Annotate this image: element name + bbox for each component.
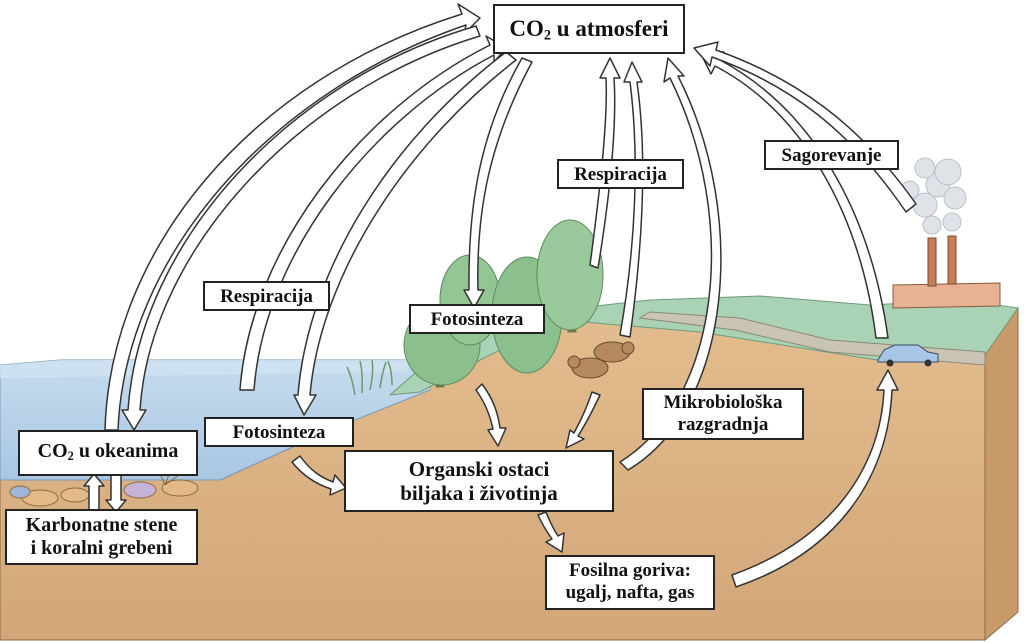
label-photosynthesis-water: Fotosinteza [204,417,354,447]
factory [892,235,1001,309]
arrow-carbonate-down [105,473,127,513]
label-respiration-top: Respiracija [557,159,684,189]
soil-side [984,306,1019,642]
arrow-photo-water [293,51,517,416]
animals [567,341,635,379]
label-co2-atmosphere: CO2 u atmosferi [493,4,685,54]
label-combustion: Sagorevanje [764,140,899,170]
arrow-fossil-car [731,369,899,588]
arrow-carbonate-up [83,473,105,511]
corals [9,468,199,507]
label-fossil: Fosilna goriva: ugalj, nafta, gas [545,555,715,610]
arrow-organic-fossil [537,511,565,553]
arrow-animals-organic [565,391,601,449]
label-organic: Organski ostaci biljaka i životinja [344,450,614,512]
car [877,344,939,367]
ocean-surface [0,360,430,378]
smoke [900,157,967,235]
label-photosynthesis-land: Fotosinteza [409,304,545,334]
arrow-resp-water [239,35,507,391]
label-respiration-left: Respiracija [203,281,330,311]
label-carbonate: Karbonatne stene i koralni grebeni [5,509,198,565]
arrow-photo-land [463,57,533,309]
label-co2-ocean: CO2 u okeanima [18,430,198,476]
arrow-water-organic [291,455,347,496]
arrow-ocean-to-atm [104,3,481,431]
arrow-atm-to-ocean [121,25,481,431]
reeds [346,359,393,396]
label-microbial: Mikrobiološka razgradnja [642,388,804,440]
arrow-resp-animals [619,61,644,338]
arrow-microbial [619,57,722,471]
arrow-trees-organic [475,383,507,447]
